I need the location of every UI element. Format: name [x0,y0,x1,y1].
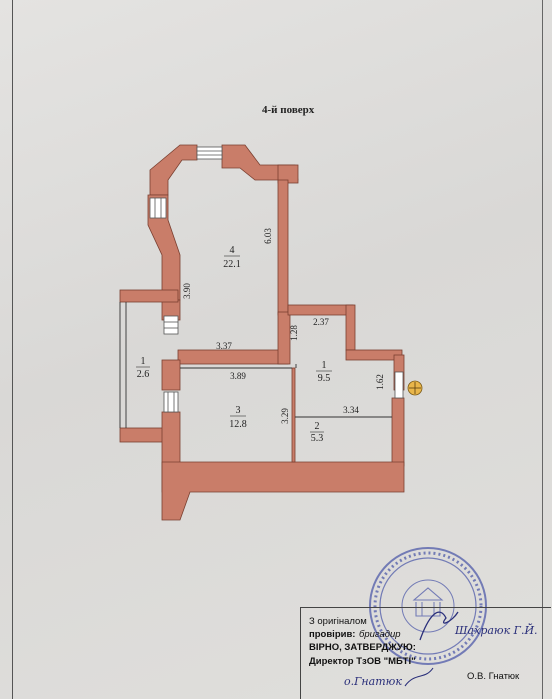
wall-v-between-4-1 [277,311,291,365]
north-marker-icon [407,380,423,396]
cert-line-3: ВІРНО, ЗАТВЕРДЖУЮ: [309,642,416,653]
dim-1-28: 1.28 [289,325,299,341]
window-room4-left [163,315,179,335]
window-left [149,197,167,219]
dim-6-03: 6.03 [263,228,273,244]
plan-lines [119,302,392,428]
cert-line-2-role: бригадир [359,629,401,640]
wall-balcony-top [119,289,179,303]
dim-1-62: 1.62 [375,374,385,390]
room-1b-area: 2.6 [137,369,150,380]
room-4-area: 22.1 [223,259,241,270]
dim-3-37: 3.37 [216,341,232,351]
official-seal-icon [369,547,487,665]
dim-3-89: 3.89 [230,371,246,381]
cert-line-2-label: провірив: [309,629,356,640]
dim-2-37: 2.37 [313,317,329,327]
certification-box [300,607,551,699]
wall-top-room1 [287,304,354,316]
handwritten-signature: о.Гнатюк [344,675,402,688]
room-1b-number: 1 [141,356,146,367]
window-right [394,371,404,399]
wall-top-left-tower [149,144,198,196]
cert-line-4: Директор ТзОВ "МБТІ" [309,656,416,667]
room-1a-number: 1 [322,360,327,371]
room-3-area: 12.8 [229,419,247,430]
page-frame [12,0,543,699]
dim-3-90: 3.90 [182,283,192,299]
room-4-number: 4 [230,245,235,256]
plan-openings [149,146,404,413]
cert-line-1: З оригіналом [309,616,367,627]
dim-3-29: 3.29 [280,408,290,424]
wall-right-outer-lower [391,397,405,467]
window-top [196,146,223,160]
wall-partition-3-2 [291,367,296,463]
room-2-number: 2 [315,421,320,432]
room-2-area: 5.3 [311,433,324,444]
wall-bottom [161,461,405,521]
plan-walls [119,144,405,521]
wall-right-room1-upper [345,304,356,351]
dim-3-34: 3.34 [343,405,359,415]
wall-left-room3 [161,359,181,391]
wall-h-under-room4 [177,349,289,365]
window-room3-left [163,391,179,413]
wall-right-room4 [277,179,289,316]
floor-title: 4-й поверх [262,104,315,116]
room-3-number: 3 [236,405,241,416]
room-1a-area: 9.5 [318,373,331,384]
handwritten-name: Шахраюк Г.Й. [455,624,538,637]
signer-name: О.В. Гнатюк [467,671,520,682]
